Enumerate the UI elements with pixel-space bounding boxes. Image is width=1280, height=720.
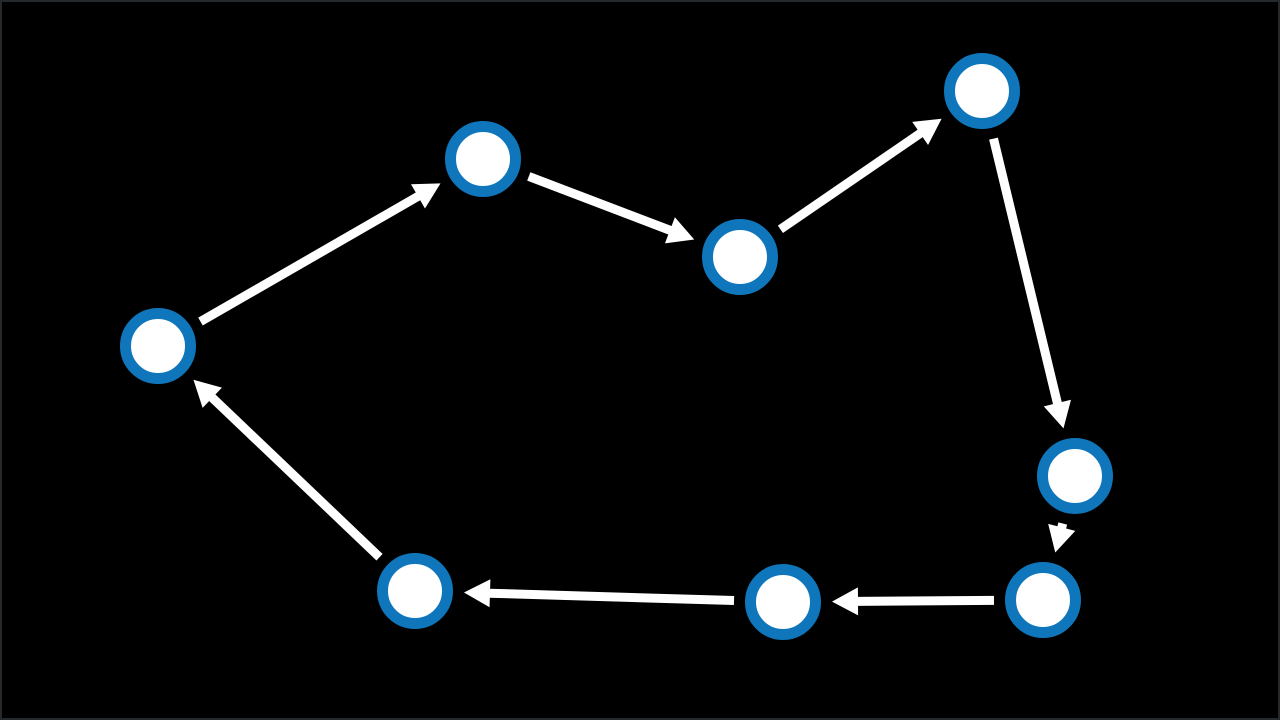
edge-shaft xyxy=(208,393,383,561)
edge-shaft xyxy=(856,595,995,606)
edge-n2-to-n3 xyxy=(527,172,695,244)
node-upper-left xyxy=(445,121,521,197)
edge-shaft xyxy=(777,129,924,233)
arrowhead-icon xyxy=(463,579,491,608)
edge-n8-to-n1 xyxy=(193,379,383,561)
arrowhead-icon xyxy=(1043,399,1071,429)
arrowhead-icon xyxy=(912,118,942,145)
arrowhead-icon xyxy=(193,379,222,408)
edge-shaft xyxy=(488,588,735,606)
node-right xyxy=(1037,438,1113,514)
arrowhead-icon xyxy=(664,217,695,244)
edge-n1-to-n2 xyxy=(198,183,441,326)
node-top-right xyxy=(944,53,1020,129)
arrowhead-icon xyxy=(1048,523,1076,553)
node-bottom-right xyxy=(1005,562,1081,638)
arrowhead-icon xyxy=(411,183,441,209)
node-upper-middle xyxy=(702,219,778,295)
edge-shaft xyxy=(989,137,1062,406)
edge-n3-to-n4 xyxy=(777,118,942,233)
edge-n5-to-n6 xyxy=(1048,522,1076,553)
edge-n6-to-n7 xyxy=(831,587,995,616)
edge-shaft xyxy=(198,192,422,326)
arrowhead-icon xyxy=(831,587,859,616)
node-left xyxy=(120,308,196,384)
edge-n7-to-n8 xyxy=(463,579,735,608)
edge-shaft xyxy=(527,172,673,235)
node-bottom-left xyxy=(377,553,453,629)
node-bottom-middle xyxy=(745,564,821,640)
edge-n4-to-n5 xyxy=(989,137,1071,429)
